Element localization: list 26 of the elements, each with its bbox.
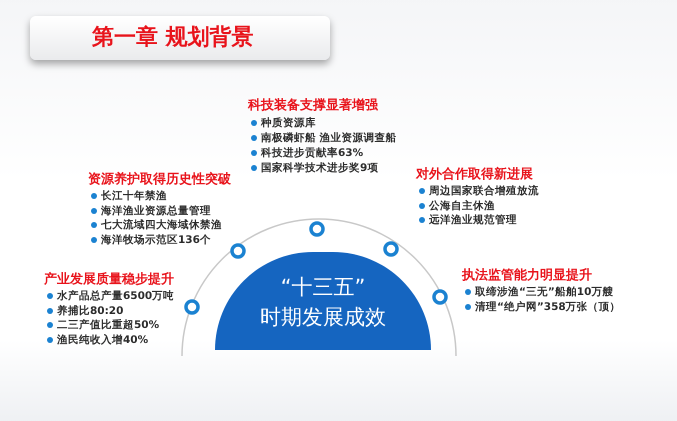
section-heading: 对外合作取得新进展	[416, 167, 533, 183]
bullet-item: 取缔涉渔“三无”船舶10万艘	[464, 285, 614, 299]
bullet-item: 公海自主休渔	[418, 198, 495, 212]
section-heading: 科技装备支撑显著增强	[248, 98, 378, 114]
section-heading: 资源养护取得历史性突破	[88, 172, 231, 188]
section-heading: 产业发展质量稳步提升	[44, 272, 174, 288]
bullet-item: 国家科学技术进步奖9项	[250, 161, 378, 175]
bullet-item: 种质资源库	[250, 116, 316, 130]
bullet-item: 远洋渔业规范管理	[418, 213, 517, 227]
bullet-item: 周边国家联合增殖放流	[418, 184, 539, 198]
section-heading: 执法监管能力明显提升	[462, 268, 592, 284]
chapter-title: 第一章 规划背景	[92, 25, 254, 51]
center-title: “十三五”	[280, 274, 366, 300]
bullet-item: 二三产值比重超50%	[46, 318, 160, 332]
bullet-item: 七大流域四大海域休禁渔	[90, 218, 222, 232]
bullet-item: 渔民纯收入增40%	[46, 332, 148, 346]
bullet-item: 养捕比80:20	[46, 304, 124, 318]
bullet-item: 海洋牧场示范区136个	[90, 232, 211, 246]
bullet-item: 南极磷虾船 渔业资源调查船	[250, 131, 397, 145]
bullet-item: 科技进步贡献率63%	[250, 146, 364, 160]
bullet-item: 海洋渔业资源总量管理	[90, 204, 211, 218]
bullet-item: 清理“绝户网”358万张（顶）	[464, 300, 621, 314]
bullet-item: 水产品总产量6500万吨	[46, 289, 174, 303]
center-title: 时期发展成效	[259, 304, 387, 330]
bullet-item: 长江十年禁渔	[90, 189, 167, 203]
semicircle-shape	[215, 252, 431, 350]
